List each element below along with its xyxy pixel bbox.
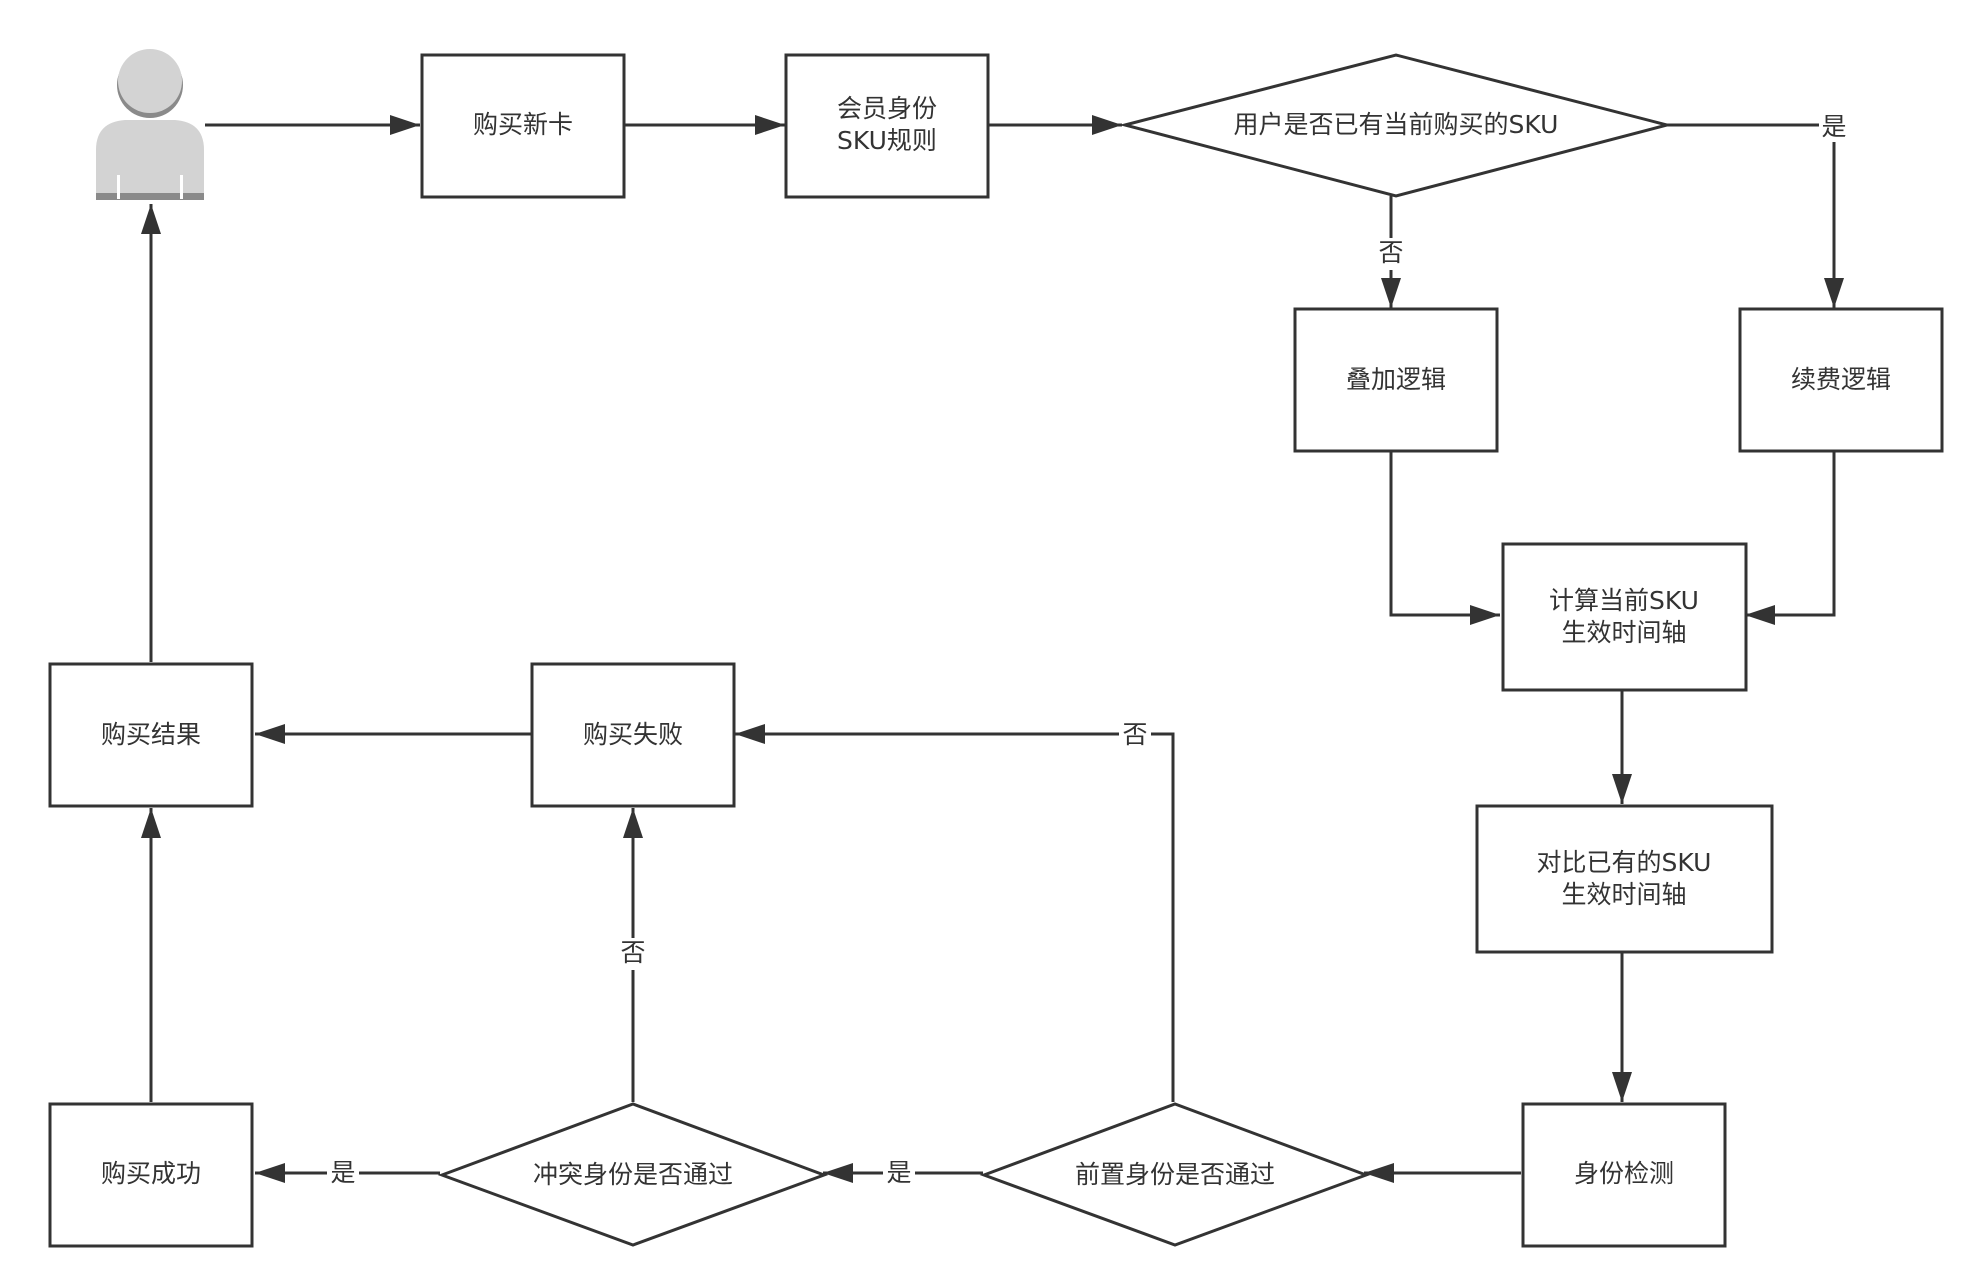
edge-labels: 是 否 否 是 否 是 <box>327 112 1849 1188</box>
edge-decision-yes-renew <box>1660 123 1844 308</box>
node-label-line-2: 生效时间轴 <box>1561 618 1686 647</box>
node-label-line-1: 会员身份 <box>837 94 937 123</box>
edge-renew-to-calc <box>1745 450 1836 625</box>
node-identity-check: 身份检测 <box>1521 1102 1727 1248</box>
node-purchase-success: 购买成功 <box>48 1102 254 1248</box>
node-label: 购买结果 <box>101 720 201 749</box>
node-conflict-identity-decision: 冲突身份是否通过 <box>437 1102 829 1247</box>
user-icon <box>96 49 204 200</box>
node-label: 用户是否已有当前购买的SKU <box>1234 110 1559 139</box>
node-label: 前置身份是否通过 <box>1075 1160 1275 1189</box>
node-purchase-failed: 购买失败 <box>530 662 736 808</box>
node-buy-new-card: 购买新卡 <box>420 53 626 199</box>
edge-label-no-conflict: 否 <box>620 938 645 967</box>
edge-stack-to-calc <box>1389 450 1500 625</box>
node-purchase-result: 购买结果 <box>48 662 254 808</box>
node-label-line-1: 计算当前SKU <box>1549 586 1699 615</box>
node-label: 叠加逻辑 <box>1346 365 1446 394</box>
edge-label-yes-conflict: 是 <box>330 1158 355 1187</box>
node-stack-logic: 叠加逻辑 <box>1293 307 1499 453</box>
node-label: 冲突身份是否通过 <box>533 1160 733 1189</box>
node-label: 购买失败 <box>583 720 683 749</box>
edge-label-yes-pre: 是 <box>886 1158 911 1187</box>
node-label-line-2: 生效时间轴 <box>1561 880 1686 909</box>
node-has-sku-decision: 用户是否已有当前购买的SKU <box>1119 53 1673 198</box>
node-label: 续费逻辑 <box>1791 365 1891 394</box>
node-pre-identity-decision: 前置身份是否通过 <box>979 1102 1371 1247</box>
node-label: 购买新卡 <box>473 110 573 139</box>
node-label: 购买成功 <box>101 1159 201 1188</box>
node-member-sku-rule: 会员身份 SKU规则 <box>784 53 990 199</box>
node-compare-timeline: 对比已有的SKU 生效时间轴 <box>1475 804 1774 954</box>
edge-pre-no-failed <box>735 724 1175 1102</box>
node-label-line-1: 对比已有的SKU <box>1537 848 1712 877</box>
edge-label-no-pre: 否 <box>1122 720 1147 749</box>
node-renew-logic: 续费逻辑 <box>1738 307 1944 453</box>
edge-label-yes-renew: 是 <box>1821 112 1846 141</box>
edge-label-no-stack: 否 <box>1378 238 1403 267</box>
node-calc-timeline: 计算当前SKU 生效时间轴 <box>1501 542 1748 692</box>
node-label: 身份检测 <box>1574 1159 1674 1188</box>
node-label-line-2: SKU规则 <box>837 126 937 155</box>
